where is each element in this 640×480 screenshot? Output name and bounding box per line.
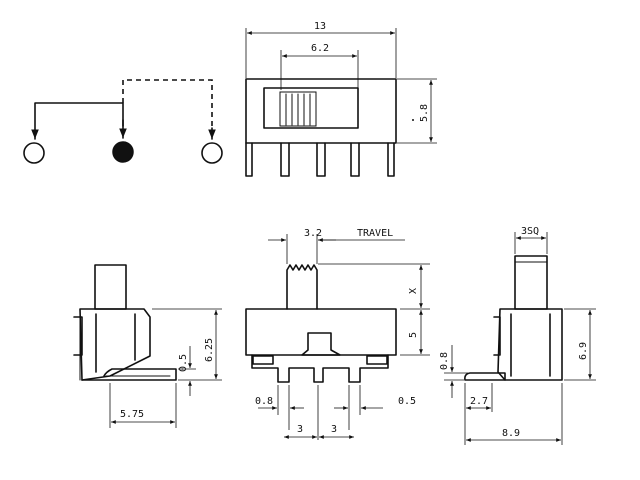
dim-left-height: 6.25 — [204, 338, 215, 362]
dim-travel: 3.2 — [304, 228, 322, 239]
dim-left-depth: 5.75 — [120, 409, 144, 420]
dim-right-depth: 8.9 — [502, 428, 520, 439]
left-side-view: 6.25 0.5 5.75 — [73, 264, 222, 428]
dim-pin-width-right: 0.5 — [398, 396, 416, 407]
reference-dot — [412, 119, 414, 121]
terminal-common — [112, 141, 134, 163]
terminal-right — [201, 142, 223, 164]
terminal-left — [23, 142, 45, 164]
dim-right-height: 6.9 — [578, 342, 589, 360]
terminal-view: 3.2 TRAVEL X 5 0.8 0.5 3 3 — [245, 228, 430, 440]
dim-right-pin-length: 2.7 — [470, 396, 488, 407]
dim-body-height: 5 — [408, 332, 419, 338]
dim-overall-width: 13 — [314, 21, 326, 32]
dim-height: 5.8 — [419, 104, 430, 122]
dim-x: X — [408, 288, 419, 294]
dim-pitch-left: 3 — [297, 424, 303, 435]
dim-right-pin-thickness: 0.8 — [439, 352, 450, 370]
dim-slot-width: 6.2 — [311, 43, 329, 54]
right-side-view: 3SQ 6.9 0.8 2.7 8.9 — [439, 226, 596, 445]
dim-pitch-right: 3 — [331, 424, 337, 435]
dim-actuator: 3SQ — [521, 226, 539, 237]
dim-left-pin-thickness: 0.5 — [178, 354, 189, 372]
dim-pin-width-left: 0.8 — [255, 396, 273, 407]
travel-label: TRAVEL — [357, 228, 393, 239]
front-view: 13 6.2 5.8 — [245, 21, 437, 177]
schematic-diagram — [23, 79, 223, 164]
